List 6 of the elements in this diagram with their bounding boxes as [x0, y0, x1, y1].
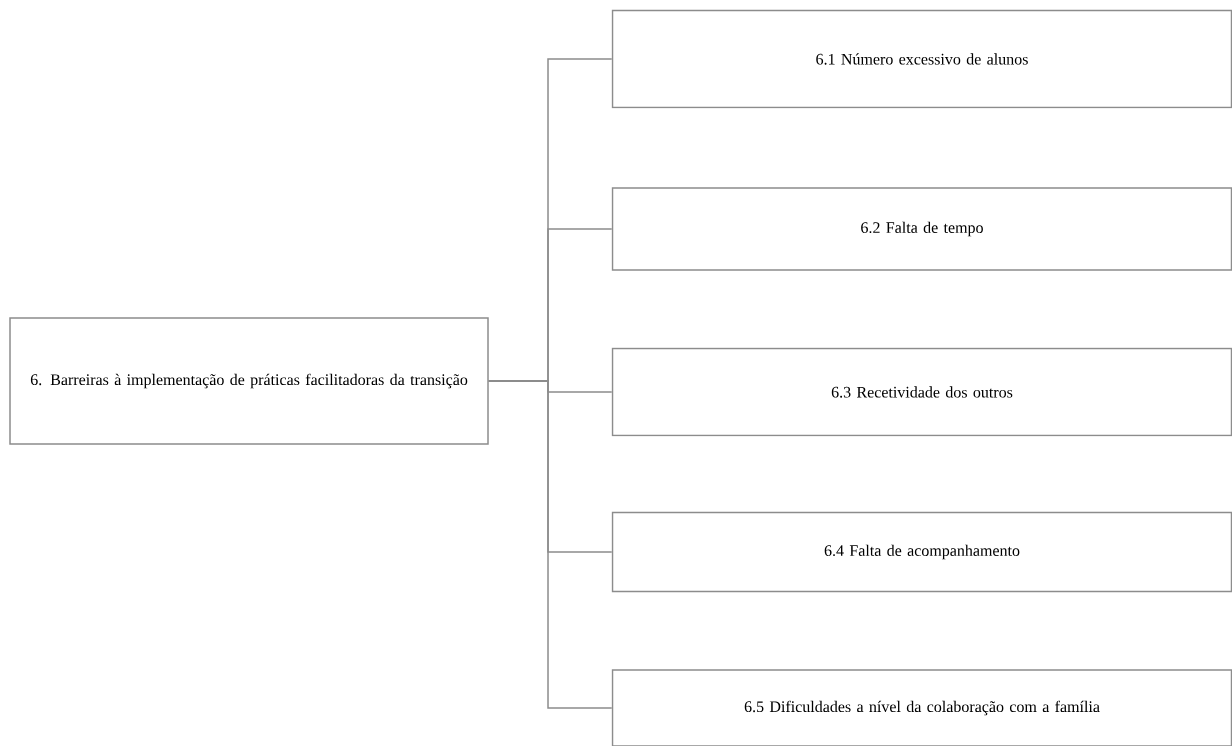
- subtopic-box: 6.1 Número excessivo de alunos: [611, 9, 1232, 109]
- subtopic-box: 6.3 Recetividade dos outros: [611, 347, 1232, 437]
- subtopic-box: 6.2 Falta de tempo: [611, 187, 1232, 271]
- subtopic-box: 6.4 Falta de acompanhamento: [611, 511, 1232, 593]
- topic-box: 6. Barreiras à implementação de práticas facilitadoras da transição: [9, 317, 489, 445]
- subtopic-box: 6.5 Dificuldades a nível da colaboração com a família: [611, 669, 1232, 746]
